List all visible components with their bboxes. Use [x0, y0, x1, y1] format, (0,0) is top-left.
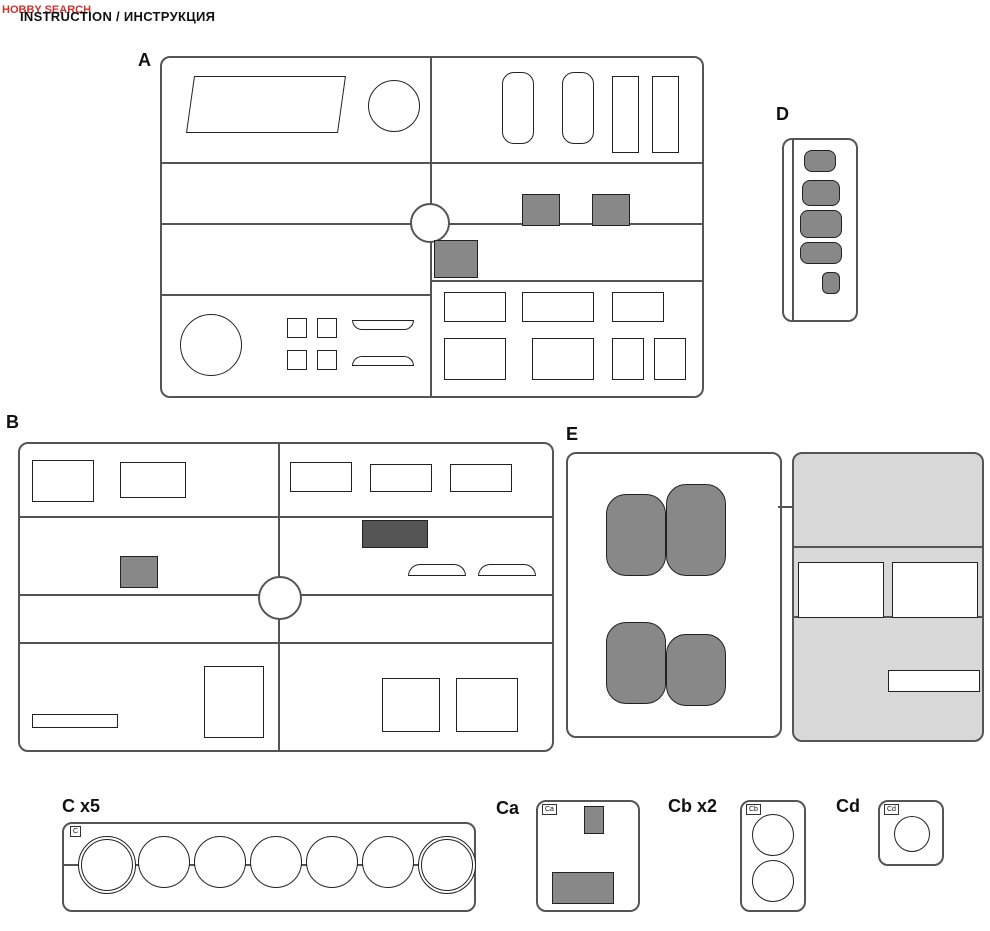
wheel-part	[138, 836, 190, 888]
box-side-part	[612, 338, 644, 380]
wheel-part	[418, 836, 476, 894]
page-header: HOBBY SEARCH INSTRUCTION / ИНСТРУКЦИЯ	[0, 4, 260, 24]
sprue-label-cd: Cd	[836, 796, 860, 816]
sprue-d-rib	[792, 140, 794, 320]
figure-part	[804, 150, 836, 172]
sprue-a-rib	[162, 162, 702, 164]
sprue-e-connector	[778, 506, 794, 508]
sprue-label-ca: Ca	[496, 798, 520, 818]
sprue-cd-frame: Cd	[878, 800, 944, 866]
sprue-c-frame: C	[62, 822, 476, 912]
highlighted-part	[522, 194, 560, 226]
leaf-spring-part	[478, 564, 536, 576]
sprue-label-e: E	[566, 424, 579, 444]
wheel-part	[306, 836, 358, 888]
box-part	[456, 678, 518, 732]
box-part	[204, 666, 264, 738]
wheel-part	[250, 836, 302, 888]
sprue-a-rib	[430, 280, 702, 282]
horse-part	[606, 622, 666, 704]
panel-part	[450, 464, 512, 492]
drum-part	[368, 80, 420, 132]
frame-part	[562, 72, 594, 144]
grille-part	[317, 318, 337, 338]
figure-part	[800, 210, 842, 238]
sprue-b-rib	[20, 516, 552, 518]
grille-part	[317, 350, 337, 370]
sprue-label-d: D	[776, 104, 789, 124]
frame-tag: Cd	[884, 804, 899, 815]
part-panel	[888, 670, 980, 692]
leaf-spring-part	[352, 356, 414, 366]
plank-part	[32, 714, 118, 728]
grille-part	[287, 318, 307, 338]
panel-part	[290, 462, 352, 492]
sprue-e-frame-left	[566, 452, 782, 738]
highlighted-part	[552, 872, 614, 904]
hub-part	[894, 816, 930, 852]
sprue-d-frame	[782, 138, 858, 322]
horse-part-panel	[798, 562, 884, 618]
sprue-e-frame-right	[792, 452, 984, 742]
figure-part	[802, 180, 840, 206]
sprue-a-frame	[160, 56, 704, 398]
panel-part	[370, 464, 432, 492]
panel-part	[444, 292, 506, 322]
figure-part	[800, 242, 842, 264]
hub-part	[752, 814, 794, 856]
highlighted-part	[434, 240, 478, 278]
horse-part	[606, 494, 666, 576]
frame-part	[32, 460, 94, 502]
sprue-cb-frame: Cb	[740, 800, 806, 912]
box-side-part	[532, 338, 594, 380]
sprue-e-rib	[794, 616, 982, 618]
wheel-part	[362, 836, 414, 888]
horse-part	[666, 634, 726, 706]
figure-part	[822, 272, 840, 294]
frame-part	[502, 72, 534, 144]
box-part	[382, 678, 440, 732]
frame-tag: C	[70, 826, 82, 837]
leaf-spring-part	[408, 564, 466, 576]
grille-part	[287, 350, 307, 370]
frame-tag: Ca	[542, 804, 557, 815]
plate-part	[612, 76, 639, 153]
panel-part	[522, 292, 594, 322]
hub-part	[752, 860, 794, 902]
frame-tag: Cb	[746, 804, 761, 815]
wheel-part	[78, 836, 136, 894]
wheel-part	[194, 836, 246, 888]
sprue-a-rib	[162, 294, 430, 296]
horse-part	[666, 484, 726, 576]
box-side-part	[654, 338, 686, 380]
highlighted-part	[362, 520, 428, 548]
leaf-spring-part	[352, 320, 414, 330]
sprue-label-c: C x5	[62, 796, 101, 816]
sprue-label-cb: Cb x2	[668, 796, 718, 816]
sprue-b-rib	[20, 642, 552, 644]
sprue-b-hub	[258, 576, 302, 620]
sprue-b-frame	[18, 442, 554, 752]
box-side-part	[444, 338, 506, 380]
sprue-label-a: A	[138, 50, 151, 70]
panel-part	[612, 292, 664, 322]
highlighted-part	[584, 806, 604, 834]
highlighted-part	[592, 194, 630, 226]
plate-part	[652, 76, 679, 153]
page-title: INSTRUCTION / ИНСТРУКЦИЯ	[20, 9, 216, 24]
sprue-e-rib	[794, 546, 982, 548]
sprue-a-hub	[410, 203, 450, 243]
boiler-part	[180, 314, 242, 376]
watermark-logo: HOBBY SEARCH	[2, 4, 92, 16]
horse-part-panel	[892, 562, 978, 618]
sprue-ca-frame: Ca	[536, 800, 640, 912]
grille-part	[120, 462, 186, 498]
sprue-label-b: B	[6, 412, 19, 432]
trailer-chassis-part	[185, 76, 347, 133]
highlighted-part	[120, 556, 158, 588]
